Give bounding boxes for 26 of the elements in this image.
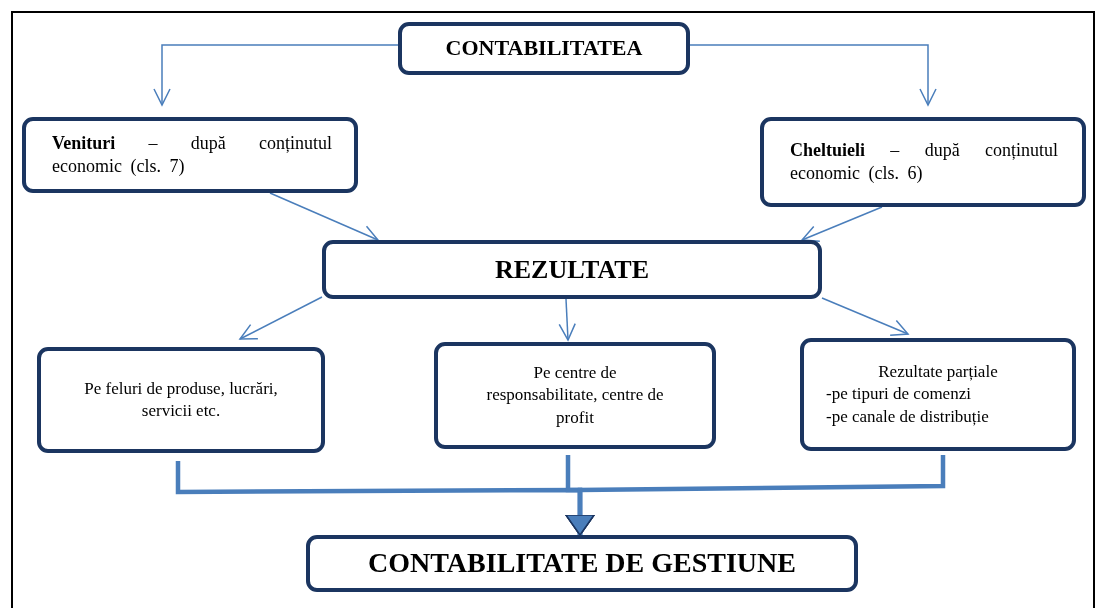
box-text: REZULTATE	[493, 253, 651, 286]
text-box	[322, 240, 822, 299]
box-text: -pe tipuri de comenzi	[826, 383, 972, 406]
text-box	[434, 342, 716, 449]
box-text: Pe feluri de produse, lucrări, servicii etc.	[83, 377, 279, 422]
arrow	[239, 296, 323, 340]
text-box	[22, 117, 358, 193]
text-box	[306, 535, 858, 592]
box-text: Venituri – după conținutul economic (cls. 7)	[52, 131, 332, 178]
arrow	[153, 44, 399, 106]
arrow	[689, 44, 937, 106]
arrow	[558, 298, 576, 341]
arrow	[801, 206, 883, 243]
text-box	[37, 347, 325, 453]
arrow	[565, 455, 946, 536]
arrow	[269, 192, 379, 242]
arrow	[821, 297, 909, 336]
text-box	[398, 22, 690, 75]
box-text: Cheltuieli – după conținutul economic (cls. 6)	[790, 138, 1058, 185]
box-text: Rezultate parțiale	[877, 361, 999, 384]
box-text: CONTABILITATEA	[444, 34, 644, 63]
box-text: -pe canale de distribuție	[826, 405, 990, 428]
box-text: CONTABILITATE DE GESTIUNE	[367, 546, 797, 581]
text-box	[760, 117, 1086, 207]
text-box	[800, 338, 1076, 451]
box-text: Pe centre de responsabilitate, centre de profit	[485, 362, 665, 429]
